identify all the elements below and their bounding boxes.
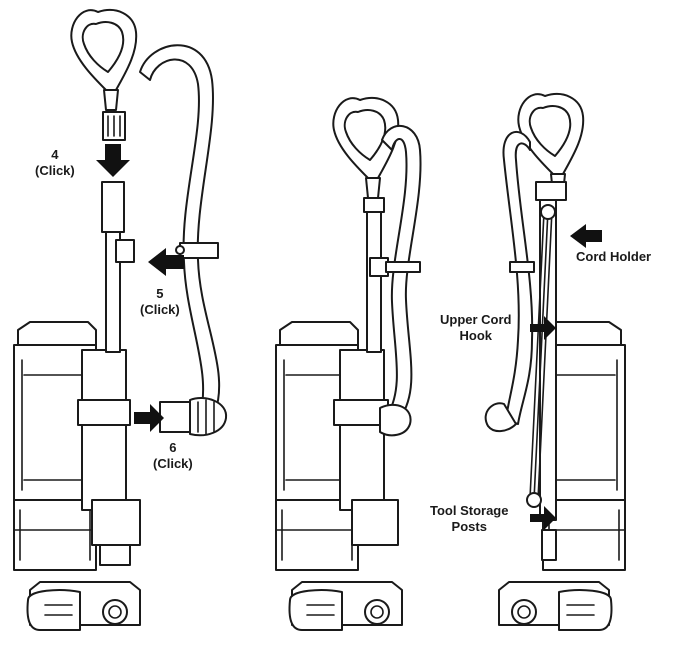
upper-cord-hook-arrow [530,316,556,340]
cord-holder-text: Cord Holder [576,249,652,264]
cord-holder-arrow [570,224,602,248]
vacuum-left-figure [13,9,228,631]
step4-label: 4 (Click) [35,147,75,179]
upper-cord-hook-label: Upper Cord Hook [440,312,512,344]
vacuum-middle-figure [275,97,422,631]
step4-down-arrow [96,144,130,177]
tool-storage-posts-arrow [530,506,556,530]
upper-cord-hook-line2: Hook [459,328,493,343]
step5-label: 5 (Click) [140,286,180,318]
step5-number: 5 [156,286,164,301]
step4-number: 4 [51,147,59,162]
tool-storage-posts-line2: Posts [451,519,487,534]
step4-action: (Click) [35,163,75,178]
vacuum-right-figure [484,93,626,631]
step6-number: 6 [169,440,177,455]
step6-action: (Click) [153,456,193,471]
tool-storage-posts-line1: Tool Storage [430,503,509,518]
step5-left-arrow [148,248,184,276]
tool-storage-posts-label: Tool Storage Posts [430,503,508,535]
step6-label: 6 (Click) [153,440,193,472]
upper-cord-hook-line1: Upper Cord [440,312,512,327]
step6-right-arrow [134,404,164,432]
step5-action: (Click) [140,302,180,317]
cord-holder-label: Cord Holder [576,249,651,265]
